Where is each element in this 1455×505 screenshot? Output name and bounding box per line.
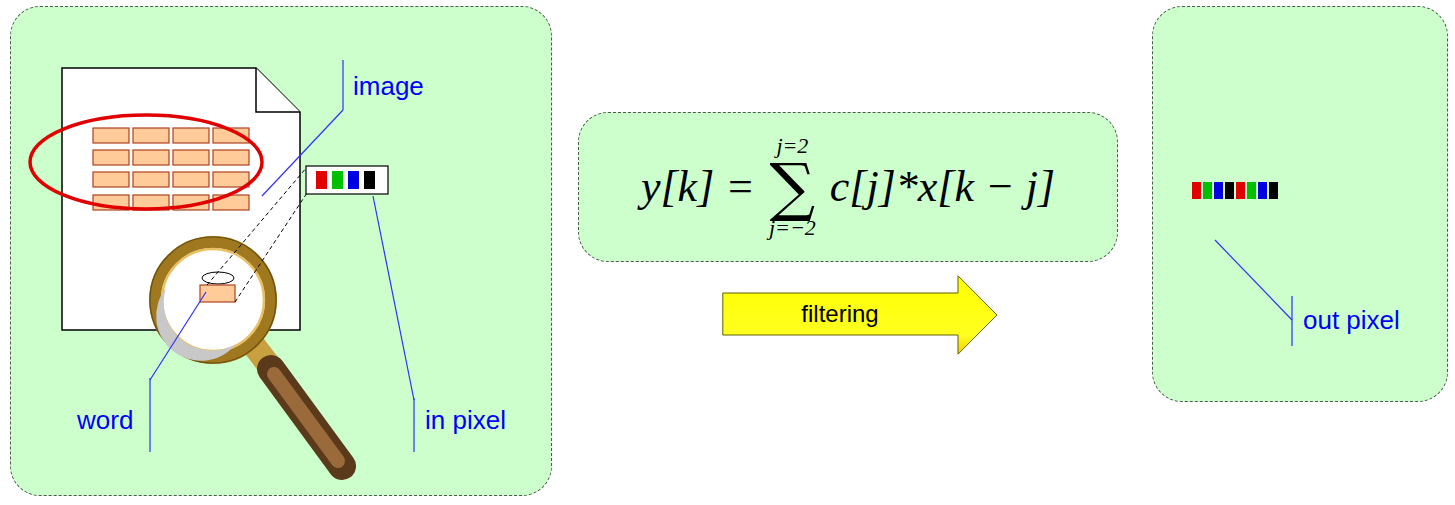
output-panel: out pixel — [1152, 6, 1448, 402]
lens-glint — [202, 272, 234, 284]
callout-label: image — [353, 71, 424, 102]
lens-rim — [150, 237, 276, 363]
formula-text: c[j]*x[k − j] — [830, 163, 1055, 211]
panel-ground — [10, 6, 552, 496]
sum-limit: j=−2 — [769, 217, 816, 239]
label-slot: word — [77, 405, 133, 436]
pixel-green — [332, 171, 343, 189]
arrow-outline — [723, 276, 997, 354]
panel-ground — [578, 112, 1118, 262]
summation: j=2∑j=−2 — [769, 135, 816, 240]
page-fold — [256, 68, 300, 112]
callout-label: word — [77, 405, 133, 436]
formula-text: y[k] = — [641, 163, 755, 211]
zoom-line — [235, 193, 307, 302]
label-slot: in pixel — [425, 405, 506, 436]
leader-lines — [150, 60, 1292, 452]
out-pixel-bars — [1192, 182, 1278, 199]
lens-inner-rim — [162, 249, 264, 351]
arrow-label: filtering — [801, 300, 878, 329]
callout-label: in pixel — [425, 405, 506, 436]
pixel-red — [316, 171, 327, 189]
panel-ground — [1152, 6, 1448, 402]
image-ellipse — [30, 115, 262, 209]
callout-label: out pixel — [1303, 305, 1400, 336]
magnifier-handle — [271, 369, 342, 466]
filtering-arrow: filtering — [722, 275, 998, 355]
image-panel: image word in pixel — [10, 6, 552, 496]
sum-limit: j=2 — [776, 135, 808, 157]
sum-symbol: ∑ — [770, 157, 816, 218]
arrow-label-slot: filtering — [722, 293, 958, 335]
pixel-blue — [348, 171, 359, 189]
label-slot: image — [353, 71, 424, 102]
pixel-box — [306, 166, 388, 194]
zoom-line — [207, 167, 307, 285]
formula-box: y[k] = j=2∑j=−2 c[j]*x[k − j] — [578, 112, 1118, 262]
handle-highlight — [274, 374, 338, 461]
label-slot: out pixel — [1303, 305, 1400, 336]
pixel-black — [364, 171, 375, 189]
